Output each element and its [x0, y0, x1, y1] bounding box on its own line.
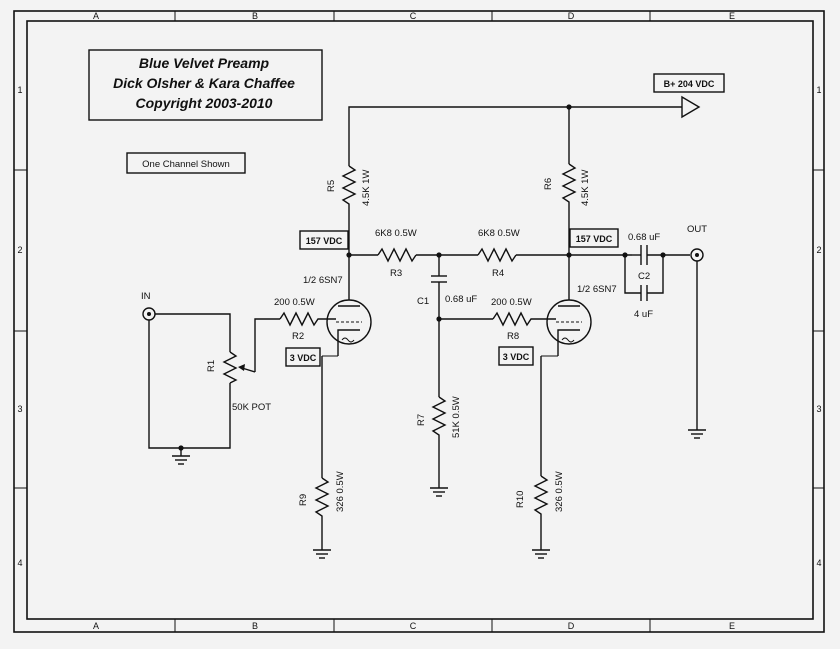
col-label-b-bottom: B [252, 621, 258, 631]
drawing-frame [13, 10, 825, 633]
c1-label: C1 [417, 296, 429, 307]
resistor-r5: R5 4.5K 1W [326, 165, 372, 255]
row-label-4-left: 4 [17, 558, 22, 568]
input-section: IN R1 50K POT [141, 291, 271, 465]
col-label-e-top: E [729, 11, 735, 21]
output-jack: OUT [687, 224, 707, 439]
grid-labels: A B C D E A B C D E 1 2 3 4 1 2 3 4 [17, 11, 821, 631]
tube-v2: 1/2 6SN7 [546, 255, 617, 356]
col-label-c-bottom: C [410, 621, 417, 631]
c2-label: C2 [638, 271, 650, 282]
resistor-r6: R6 4.5K 1W [543, 107, 591, 255]
col-label-a-top: A [93, 11, 99, 21]
row-label-1-left: 1 [17, 85, 22, 95]
col-label-e-bottom: E [729, 621, 735, 631]
supply-label: B+ 204 VDC [664, 79, 715, 89]
r6-value: 4.5K 1W [580, 170, 591, 206]
r2-value: 200 0.5W [274, 297, 315, 308]
r4-label: R4 [492, 268, 504, 279]
r4-value: 6K8 0.5W [478, 228, 520, 239]
voltage-cathode-left: 3 VDC [290, 353, 317, 363]
r8-value: 200 0.5W [491, 297, 532, 308]
resistor-r10: R10 326 0.5W [515, 355, 565, 559]
title-line-1: Blue Velvet Preamp [139, 55, 270, 71]
r2-label: R2 [292, 331, 304, 342]
row-label-2-right: 2 [816, 245, 821, 255]
col-label-c-top: C [410, 11, 417, 21]
r10-value: 326 0.5W [554, 471, 565, 512]
col-label-d-bottom: D [568, 621, 575, 631]
supply-rail: B+ 204 VDC [348, 73, 725, 166]
row-label-3-right: 3 [816, 404, 821, 414]
resistor-r2: 200 0.5W R2 [254, 297, 336, 372]
r6-label: R6 [543, 178, 554, 190]
note-text: One Channel Shown [142, 159, 230, 170]
title-line-3: Copyright 2003-2010 [136, 95, 273, 111]
c2-value-bottom: 4 uF [634, 309, 653, 320]
r10-label: R10 [515, 491, 526, 508]
col-label-b-top: B [252, 11, 258, 21]
r1-value: 50K POT [232, 402, 271, 413]
row-label-3-left: 3 [17, 404, 22, 414]
title-line-2: Dick Olsher & Kara Chaffee [113, 75, 295, 91]
capacitor-c1: C1 0.68 uF [417, 255, 493, 397]
voltage-plate-right: 157 VDC [576, 234, 613, 244]
r1-label: R1 [206, 360, 217, 372]
r5-label: R5 [326, 180, 337, 192]
col-label-d-top: D [568, 11, 575, 21]
v2-label: 1/2 6SN7 [577, 284, 617, 295]
r8-label: R8 [507, 331, 519, 342]
row-label-1-right: 1 [816, 85, 821, 95]
r9-label: R9 [298, 494, 309, 506]
row-label-4-right: 4 [816, 558, 821, 568]
output-label: OUT [687, 224, 707, 235]
title-block: Blue Velvet Preamp Dick Olsher & Kara Ch… [88, 49, 323, 121]
r7-value: 51K 0.5W [451, 396, 462, 438]
capacitor-c2: 0.68 uF C2 4 uF [622, 232, 690, 320]
row-label-2-left: 2 [17, 245, 22, 255]
voltage-cathode-right: 3 VDC [503, 352, 530, 362]
resistor-r8: 200 0.5W R8 [491, 297, 556, 342]
r7-label: R7 [416, 414, 427, 426]
c1-value: 0.68 uF [445, 294, 477, 305]
r5-value: 4.5K 1W [361, 170, 372, 206]
resistor-r9: R9 326 0.5W [298, 355, 346, 559]
col-label-a-bottom: A [93, 621, 99, 631]
c2-value-top: 0.68 uF [628, 232, 660, 243]
tube-v1: 1/2 6SN7 [303, 255, 372, 356]
r3-value: 6K8 0.5W [375, 228, 417, 239]
note-box: One Channel Shown [126, 152, 246, 174]
input-label: IN [141, 291, 151, 302]
r9-value: 326 0.5W [335, 471, 346, 512]
r3-label: R3 [390, 268, 402, 279]
resistor-r7: R7 51K 0.5W [416, 396, 462, 497]
voltage-boxes: 157 VDC 157 VDC 3 VDC 3 VDC [285, 228, 619, 367]
voltage-plate-left: 157 VDC [306, 236, 343, 246]
v1-label: 1/2 6SN7 [303, 275, 343, 286]
